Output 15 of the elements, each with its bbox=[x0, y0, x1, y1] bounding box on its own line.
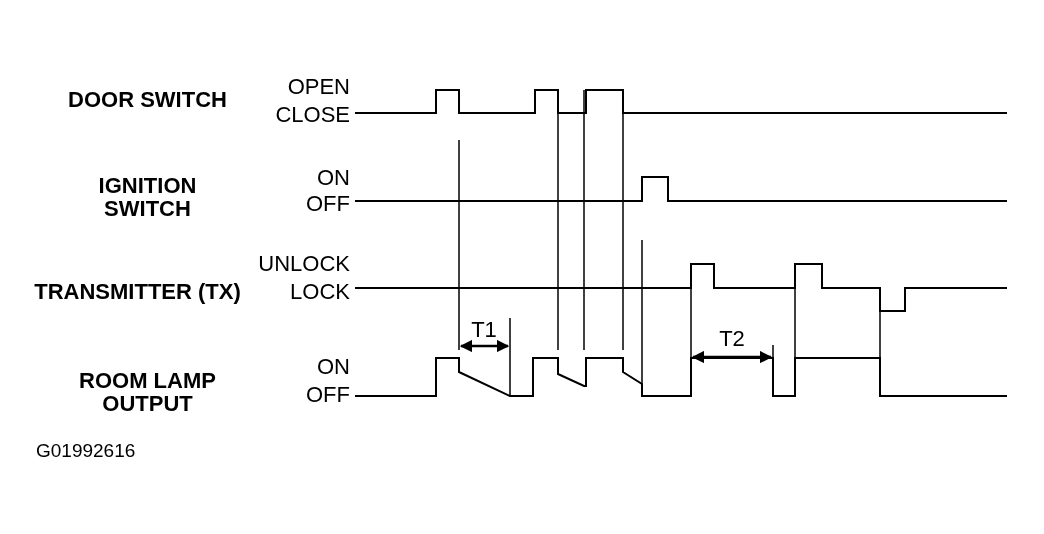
level-label: LOCK bbox=[289, 279, 350, 303]
figure-id: G01992616 bbox=[36, 438, 137, 462]
level-label: ON bbox=[316, 354, 350, 378]
level-label: OFF bbox=[305, 382, 350, 406]
level-label: OFF bbox=[305, 191, 350, 215]
level-label: ON bbox=[316, 165, 350, 189]
dimension-label: T1 bbox=[470, 317, 498, 341]
signal-name: DOOR SWITCH bbox=[67, 87, 228, 111]
signal-name: TRANSMITTER (TX) bbox=[33, 279, 242, 303]
level-label: OPEN bbox=[286, 74, 350, 98]
signal-name: IGNITION SWITCH bbox=[97, 174, 198, 220]
signal-name: ROOM LAMP OUTPUT bbox=[78, 369, 217, 415]
dimension-label: T2 bbox=[718, 326, 746, 350]
level-label: UNLOCK bbox=[257, 251, 350, 275]
level-label: CLOSE bbox=[274, 102, 350, 126]
